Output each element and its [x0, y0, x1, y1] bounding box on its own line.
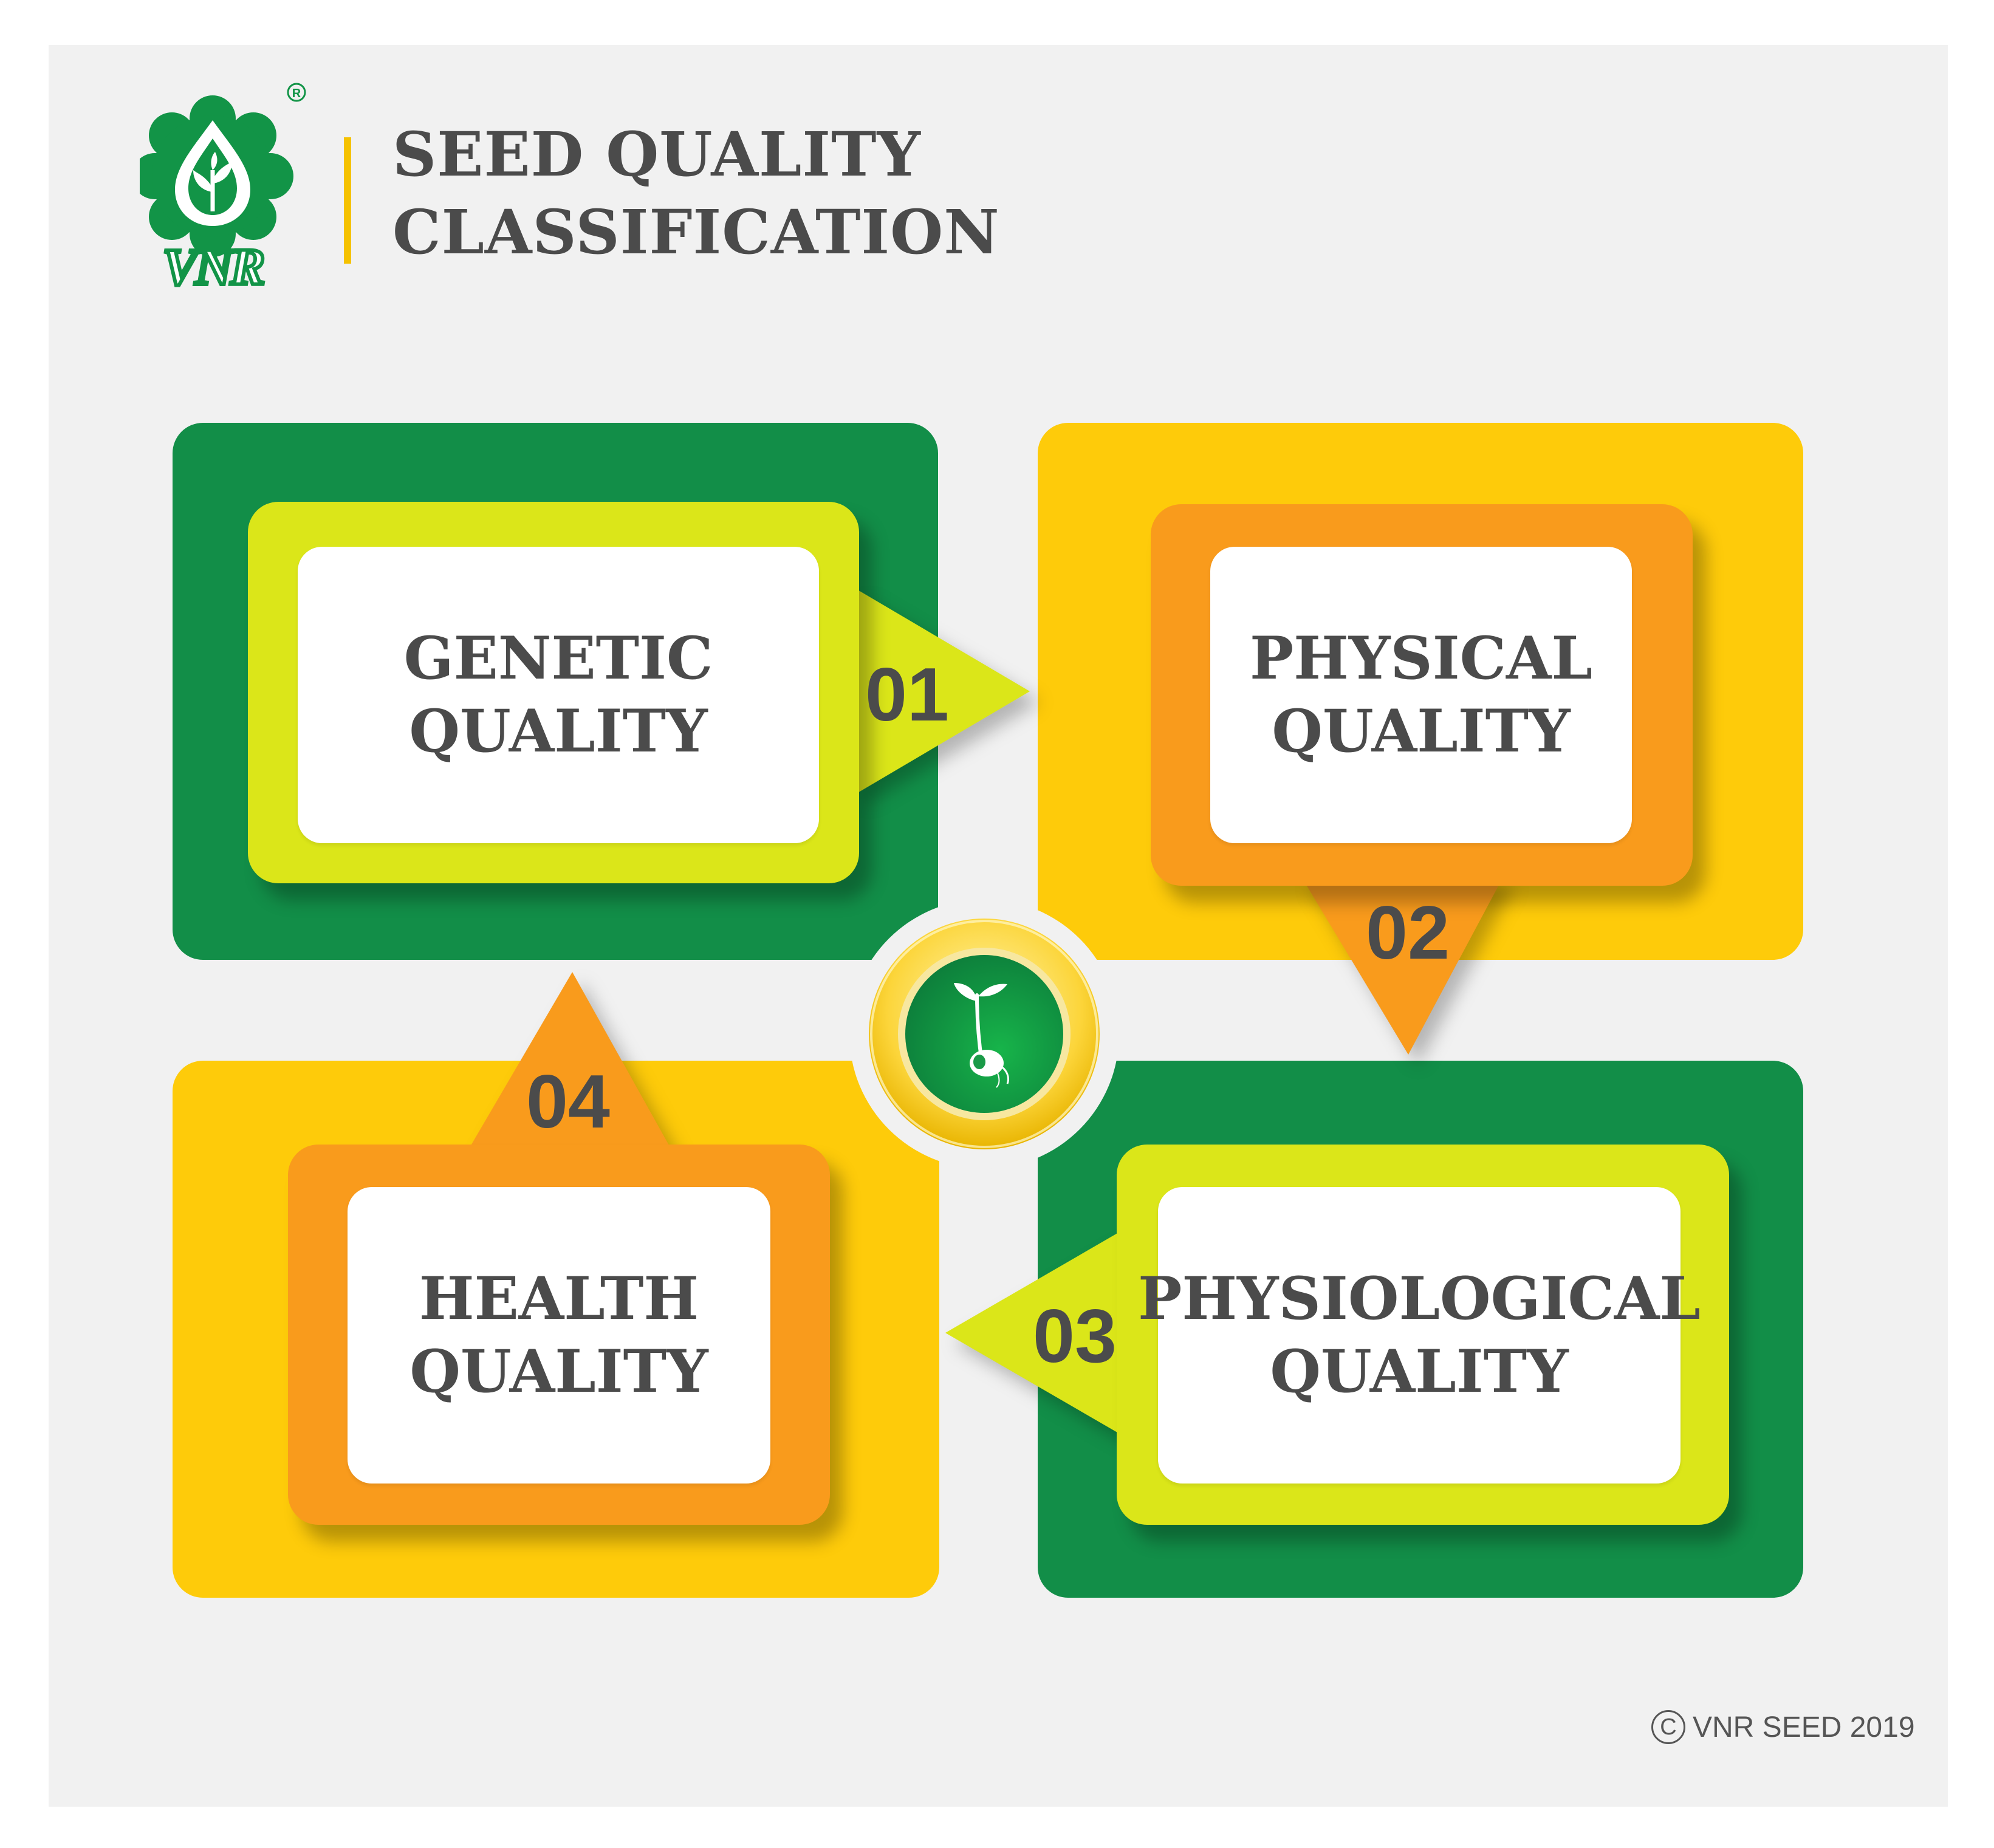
step-02-number: 02: [1366, 891, 1450, 975]
svg-text:R: R: [292, 87, 301, 100]
step-01-pointer: [857, 589, 1033, 796]
step-01-pointer-shape: [857, 589, 1030, 793]
seedling-icon: [849, 899, 1119, 1169]
step-03-card: PHYSIOLOGICAL QUALITY: [1138, 1187, 1701, 1484]
header-divider: [344, 137, 351, 264]
copyright-icon: C: [1651, 1710, 1685, 1744]
step-04-number: 04: [526, 1060, 610, 1144]
step-04-pointer-shape: [468, 972, 672, 1151]
page-title: SEED QUALITY CLASSIFICATION: [392, 115, 1122, 271]
step-04-card: HEALTH QUALITY: [348, 1187, 770, 1484]
step-03-pointer-shape: [945, 1231, 1122, 1435]
step-03-pointer: [945, 1231, 1128, 1437]
step-01-label: GENETIC QUALITY: [403, 624, 713, 765]
step-02-label: PHYSICAL QUALITY: [1249, 624, 1593, 765]
step-04-pointer: [468, 972, 674, 1154]
title-line-2: CLASSIFICATION: [392, 196, 1000, 268]
center-emblem: [848, 898, 1120, 1170]
step-03-label: PHYSIOLOGICAL QUALITY: [1138, 1264, 1701, 1406]
copyright-notice: C VNR SEED 2019: [1651, 1706, 1915, 1748]
step-04-label: HEALTH QUALITY: [409, 1264, 708, 1406]
vnr-logo-emblem: R VNR: [132, 83, 306, 298]
step-02-card: PHYSICAL QUALITY: [1210, 547, 1632, 843]
step-01-card: GENETIC QUALITY: [298, 547, 819, 843]
copyright-text: VNR SEED 2019: [1693, 1711, 1915, 1744]
step-02-pointer: [1300, 875, 1507, 1057]
step-01-number: 01: [865, 653, 949, 737]
title-line-1: SEED QUALITY: [392, 118, 921, 190]
step-02-pointer-shape: [1300, 875, 1504, 1055]
svg-text:VNR: VNR: [163, 238, 264, 296]
step-03-number: 03: [1033, 1295, 1117, 1378]
vnr-logo: R VNR: [132, 79, 310, 298]
